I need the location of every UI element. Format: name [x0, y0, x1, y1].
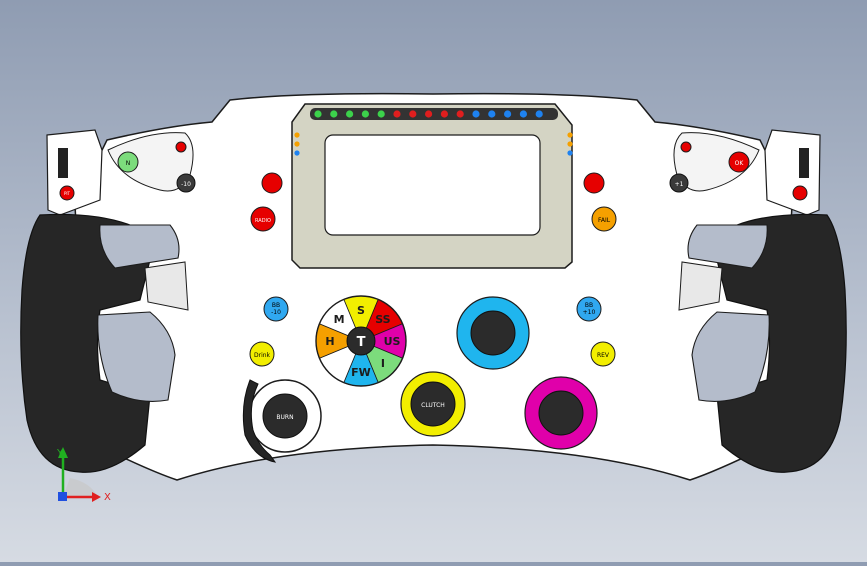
shift-light-bar: [310, 108, 558, 120]
button-right-paddle[interactable]: [792, 185, 808, 201]
button-red-right[interactable]: [583, 172, 605, 194]
button-fail[interactable]: FAIL: [591, 206, 617, 232]
x-axis-label: X: [104, 492, 111, 503]
mode-dial-segment-label: I: [381, 357, 385, 370]
button-fail-label: FAIL: [598, 217, 611, 224]
button-minus-10-label: -10: [181, 181, 191, 188]
shift-light: [535, 110, 543, 118]
mode-dial-segment-label: FW: [351, 366, 371, 379]
button-minus-10[interactable]: -10: [176, 173, 196, 193]
mode-dial-segment-label: US: [384, 335, 401, 348]
cyan-rotary-knob[interactable]: [470, 310, 516, 356]
shift-light: [314, 110, 322, 118]
mode-dial-rim: [315, 295, 407, 387]
z-axis-marker: [58, 492, 67, 501]
magenta-rotary-knob[interactable]: [538, 390, 584, 436]
shift-light: [330, 110, 338, 118]
button-plus-1[interactable]: +1: [669, 173, 689, 193]
right-paddle-panel: [764, 129, 821, 216]
shift-light: [456, 110, 464, 118]
side-lights-right: [567, 132, 573, 156]
right-bracket: [678, 261, 723, 311]
left-indicator-light: [175, 141, 187, 153]
button-pit-label: PIT: [64, 191, 71, 196]
button-ok[interactable]: OK: [728, 151, 750, 173]
side-light: [567, 132, 573, 138]
shift-light: [425, 110, 433, 118]
axis-triad: Y X: [56, 447, 111, 503]
shift-light: [377, 110, 385, 118]
side-light: [294, 150, 300, 156]
y-axis-label: Y: [56, 448, 64, 459]
button-rev[interactable]: REV: [590, 341, 616, 367]
side-light: [567, 141, 573, 147]
shift-light: [361, 110, 369, 118]
burn-knob[interactable]: [262, 393, 308, 439]
mode-dial-center[interactable]: [346, 326, 376, 356]
button-bb-plus-label: BB+10: [583, 302, 596, 316]
burn-label: BURN: [276, 414, 293, 421]
shift-light: [409, 110, 417, 118]
left-upper-cutout: [99, 224, 180, 269]
left-bracket: [144, 261, 189, 311]
side-light: [567, 150, 573, 156]
left-lower-cutout: [97, 311, 176, 402]
right-upper-cutout: [687, 224, 768, 269]
shift-light: [488, 110, 496, 118]
right-indicator-light: [680, 141, 692, 153]
right-lower-cutout: [691, 311, 770, 402]
shift-light: [440, 110, 448, 118]
burn-lever[interactable]: [242, 379, 277, 463]
button-red-left[interactable]: [261, 172, 283, 194]
shift-lights: [314, 110, 543, 118]
button-bb-minus[interactable]: BB-10: [263, 296, 289, 322]
clutch-knob[interactable]: [410, 381, 456, 427]
side-light: [294, 141, 300, 147]
shift-light: [346, 110, 354, 118]
button-bb-plus[interactable]: BB+10: [576, 296, 602, 322]
button-drink[interactable]: Drink: [249, 341, 275, 367]
left-paddle-panel: [46, 129, 103, 216]
shift-light: [393, 110, 401, 118]
shift-light: [519, 110, 528, 118]
button-bb-minus-label: BB-10: [271, 302, 281, 316]
clutch-label: CLUTCH: [421, 402, 445, 409]
button-radio[interactable]: RADIO: [250, 206, 276, 232]
mode-dial-segment-label: SS: [375, 313, 390, 326]
button-n[interactable]: N: [117, 151, 139, 173]
button-pit[interactable]: PIT: [59, 185, 75, 201]
side-light: [294, 132, 300, 138]
button-radio-label: RADIO: [255, 218, 271, 224]
side-lights-left: [294, 132, 300, 156]
mode-dial-segment-label: S: [357, 304, 365, 317]
button-plus-1-label: +1: [675, 181, 684, 188]
button-rev-label: REV: [597, 352, 610, 359]
button-n-label: N: [126, 160, 131, 167]
display-screen: [324, 134, 541, 236]
left-paddle-slot: [58, 148, 68, 178]
button-drink-label: Drink: [254, 352, 271, 359]
mode-dial-segment-label: H: [325, 335, 334, 348]
button-ok-label: OK: [735, 160, 745, 167]
shift-light: [504, 110, 512, 118]
mode-dial-segment-label: M: [334, 313, 345, 326]
mode-dial-center-label: T: [357, 335, 366, 350]
right-paddle-slot: [799, 148, 809, 178]
shift-light: [472, 110, 480, 118]
